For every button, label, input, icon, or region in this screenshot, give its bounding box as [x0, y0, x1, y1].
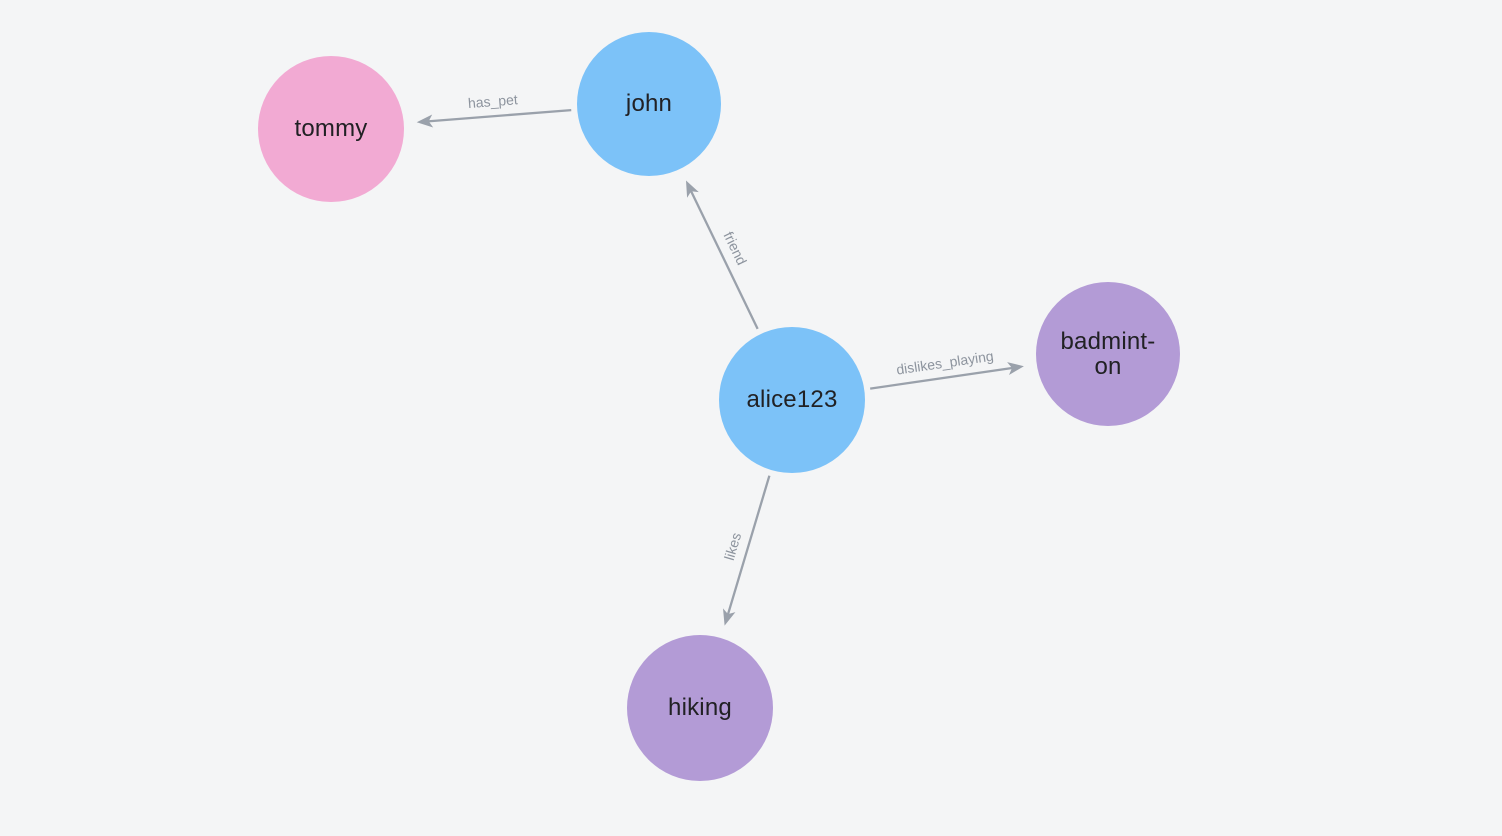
graph-node-tommy[interactable]: tommy: [258, 56, 404, 202]
edge-line: [870, 366, 1014, 390]
edge-line: [427, 108, 572, 123]
edge-likes[interactable]: likes: [721, 475, 771, 626]
graph-node-alice123[interactable]: alice123: [719, 327, 865, 473]
node-label: tommy: [294, 115, 368, 143]
edge-arrowhead-icon: [1007, 362, 1024, 375]
edge-line: [689, 189, 759, 330]
node-label: hiking: [668, 694, 732, 722]
edge-arrowhead-icon: [686, 180, 699, 198]
node-label: john: [625, 90, 673, 118]
edge-friend[interactable]: friend: [686, 180, 759, 330]
node-label: alice123: [746, 386, 838, 414]
edge-label: has_pet: [467, 91, 518, 111]
edge-label: likes: [721, 531, 744, 562]
edge-arrowhead-icon: [723, 608, 736, 626]
node-label: badmint- on: [1060, 327, 1156, 380]
edge-has_pet[interactable]: has_pet: [416, 91, 572, 128]
graph-node-john[interactable]: john: [577, 32, 721, 176]
edge-arrowhead-icon: [416, 114, 434, 128]
graph-node-badminton[interactable]: badmint- on: [1036, 282, 1180, 426]
edge-dislikes_playing[interactable]: dislikes_playing: [870, 348, 1024, 390]
graph-node-hiking[interactable]: hiking: [627, 635, 773, 781]
edge-line: [726, 475, 771, 616]
